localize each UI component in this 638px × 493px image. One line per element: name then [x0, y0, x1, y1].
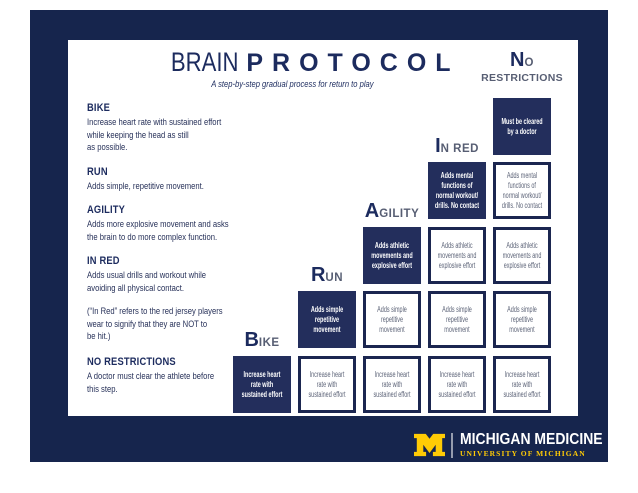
step-label-in-red: IN RED [435, 135, 479, 157]
legend-heading: IN RED [87, 255, 120, 267]
title-word-brain: BRAIN [170, 47, 239, 77]
michigan-m-icon [414, 433, 445, 457]
legend-heading: NO RESTRICTIONS [87, 356, 176, 368]
legend-item: RUN Adds simple, repetitive movement. [87, 166, 204, 193]
legend-line: wear to signify that they are NOT to [87, 318, 208, 329]
legend-line: Adds usual drills and workout while [87, 270, 207, 280]
legend-item: AGILITY Adds more explosive movement and … [87, 204, 229, 243]
legend-line: avoiding all physical contact. [87, 282, 184, 293]
legend-line: Adds simple, repetitive movement. [87, 181, 204, 191]
legend-heading: RUN [87, 166, 108, 178]
legend-item: BIKE Increase heart rate with sustained e… [87, 102, 221, 154]
legend-heading: AGILITY [87, 204, 126, 216]
title-word-protocol: PROTOCOL [246, 49, 460, 77]
legend-line: this step. [87, 383, 118, 394]
footer-org-name: MICHIGAN MEDICINE [460, 431, 603, 448]
footer-university: UNIVERSITY OF MICHIGAN [460, 449, 586, 458]
legend-line: as possible. [87, 142, 128, 152]
legend-line: Adds more explosive movement and asks [87, 219, 229, 229]
legend-line: the brain to do more complex function. [87, 231, 218, 242]
legend-line: Increase heart rate with sustained effor… [87, 117, 222, 127]
step-label-agility: AGILITY [364, 200, 420, 222]
legend-line: (“In Red” refers to the red jersey playe… [87, 306, 223, 316]
step-label-run: RUN [310, 264, 344, 286]
footer-text: MICHIGAN MEDICINE UNIVERSITY OF MICHIGAN [460, 431, 618, 459]
legend-line: while keeping the head as still [87, 129, 189, 140]
logo-divider [451, 432, 453, 458]
legend-line: be hit.) [87, 331, 111, 341]
legend-line: A doctor must clear the athlete before [87, 371, 215, 381]
legend-heading: BIKE [87, 102, 111, 114]
poster-subtitle: A step-by-step gradual process for retur… [211, 79, 374, 90]
legend-item: IN RED Adds usual drills and workout whil… [87, 255, 206, 294]
step-label-bike: BIKE [244, 329, 280, 351]
legend-item: (“In Red” refers to the red jersey playe… [87, 305, 223, 343]
legend: BIKE Increase heart rate with sustained e… [87, 40, 337, 416]
footer-logo: MICHIGAN MEDICINE UNIVERSITY OF MICHIGAN [414, 430, 618, 460]
legend-item: NO RESTRICTIONS A doctor must clear the a… [87, 356, 214, 395]
